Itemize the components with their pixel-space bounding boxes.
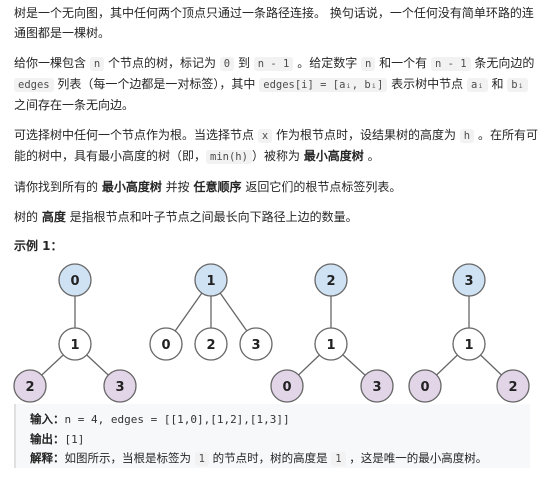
tree-node-mid	[58, 327, 92, 361]
example-input: 输入：n = 4, edges = [[1,0],[1,2],[1,3]]	[30, 410, 516, 430]
input-value: n = 4, edges = [[1,0],[1,2],[1,3]]	[64, 413, 290, 426]
tree-node-leaf	[270, 369, 304, 403]
tree-node-mid	[239, 327, 273, 361]
tree-root-3: 3 1 0 2	[408, 263, 530, 403]
inline-code: n - 1	[430, 57, 471, 71]
paragraph-height-definition: 树的 高度 是指根节点和叶子节点之间最长向下路径上边的数量。	[14, 210, 358, 224]
tree-node-label: 2	[508, 380, 517, 395]
tree-node-root	[194, 263, 228, 297]
tree-root-1: 1 0 2 3	[149, 263, 273, 361]
example-explanation: 解释：如图所示，当根是标签为 1 的节点时，树的高度是 1 ，这是唯一的最小高度…	[30, 451, 488, 466]
output-value: [1]	[64, 432, 85, 446]
tree-node-mid	[149, 327, 183, 361]
tree-node-root	[58, 263, 92, 297]
inline-code: n - 1	[253, 57, 294, 71]
tree-node-label: 1	[464, 338, 473, 353]
tree-node-label: 1	[206, 274, 215, 289]
inline-code: 1	[331, 452, 346, 466]
tree-node-mid	[194, 327, 228, 361]
example-box: 输入：n = 4, edges = [[1,0],[1,2],[1,3]] 输出…	[14, 404, 530, 468]
tree-node-label: 2	[206, 338, 215, 353]
tree-node-label: 1	[326, 338, 335, 353]
example-output: 输出：[1]	[30, 430, 516, 450]
tree-node-leaf	[408, 369, 442, 403]
tree-node-leaf	[13, 369, 47, 403]
tree-node-label: 0	[282, 380, 291, 395]
tree-node-label: 1	[70, 338, 79, 353]
inline-code: x	[257, 129, 273, 143]
tree-node-label: 3	[115, 380, 124, 395]
inline-code: n	[89, 57, 105, 71]
inline-code: min(h)	[206, 150, 252, 164]
tree-node-root	[452, 263, 486, 297]
inline-code: 1	[194, 452, 209, 466]
tree-node-root	[314, 263, 348, 297]
tree-node-mid	[314, 327, 348, 361]
input-label: 输入：	[30, 412, 65, 426]
tree-node-leaf	[360, 369, 394, 403]
tree-node-leaf	[103, 369, 137, 403]
example-title: 示例 1：	[14, 239, 63, 253]
tree-node-mid	[452, 327, 486, 361]
paragraph-task: 请你找到所有的 最小高度树 并按 任意顺序 返回它们的根节点标签列表。	[14, 180, 402, 194]
explanation-label: 解释：	[30, 451, 65, 465]
paragraph-root-selection: 可选择树中任何一个节点作为根。当选择节点 x 作为根节点时，设结果树的高度为 h…	[14, 128, 538, 164]
inline-code: bᵢ	[507, 78, 528, 92]
problem-description: 树是一个无向图，其中任何两个顶点只通过一条路径连接。 换句话说，一个任何没有简单…	[14, 3, 542, 227]
inline-code: h	[459, 129, 475, 143]
inline-code: n	[361, 57, 376, 71]
inline-code: edges	[14, 78, 54, 92]
tree-node-label: 3	[251, 338, 260, 353]
tree-node-label: 2	[25, 380, 34, 395]
tree-root-0: 0 1 2 3	[13, 263, 137, 403]
bold-term: 最小高度树	[101, 180, 162, 194]
output-label: 输出：	[30, 431, 65, 446]
paragraph-definition: 树是一个无向图，其中任何两个顶点只通过一条路径连接。 换句话说，一个任何没有简单…	[14, 6, 534, 40]
tree-node-label: 0	[420, 380, 429, 395]
inline-code: edges[i] = [aᵢ, bᵢ]	[259, 78, 388, 92]
tree-node-label: 2	[326, 274, 335, 289]
example-figure: 0 1 2 3 1 0 2 3 2 1 0 3 3 1 0 2	[13, 263, 530, 403]
inline-code: 0	[219, 57, 235, 71]
bold-term: 高度	[41, 210, 66, 224]
tree-node-label: 0	[161, 338, 170, 353]
tree-node-leaf	[496, 369, 530, 403]
paragraph-input-description: 给你一棵包含 n 个节点的树，标记为 0 到 n - 1 。给定数字 n 和一个…	[14, 56, 535, 112]
tree-node-label: 0	[70, 274, 79, 289]
tree-node-label: 3	[464, 274, 473, 289]
tree-node-label: 3	[372, 380, 381, 395]
tree-root-2: 2 1 0 3	[270, 263, 394, 403]
inline-code: aᵢ	[467, 78, 488, 92]
bold-term: 最小高度树	[303, 149, 364, 163]
bold-term: 任意顺序	[193, 180, 242, 194]
